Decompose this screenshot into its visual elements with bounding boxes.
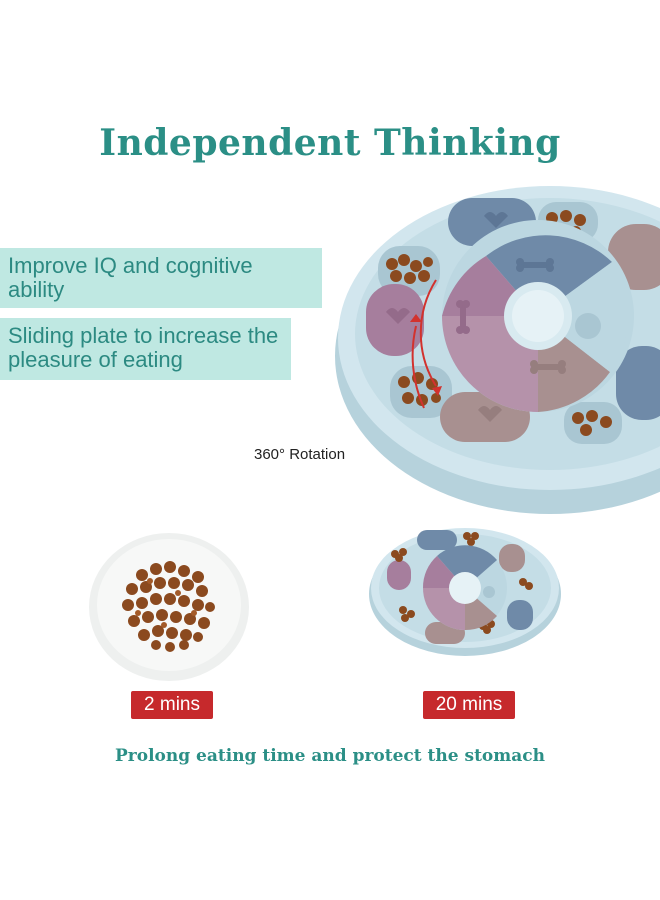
footer-caption: Prolong eating time and protect the stom…: [115, 746, 545, 766]
small-feeder-image: [369, 528, 561, 656]
feeder-time-badge: 20 mins: [423, 691, 515, 719]
food-plate-image: [89, 533, 249, 681]
plate-time-badge: 2 mins: [131, 691, 213, 719]
puzzle-feeder-image: [335, 186, 660, 514]
headline: Independent Thinking: [99, 122, 561, 164]
rotation-label: 360° Rotation: [254, 446, 346, 463]
feature-iq: Improve IQ and cognitive ability: [0, 248, 322, 308]
feature-sliding-plate: Sliding plate to increase the pleasure o…: [0, 318, 291, 380]
